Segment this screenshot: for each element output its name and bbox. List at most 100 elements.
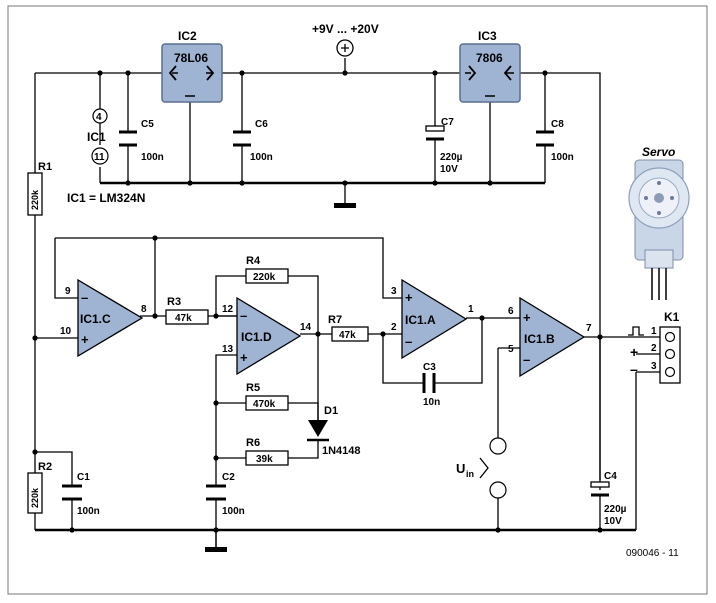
ic1d-label: IC1.D — [241, 330, 272, 344]
ic1a-plus: + — [405, 290, 413, 305]
c7-name: C7 — [441, 117, 454, 128]
c5-name: C5 — [141, 119, 154, 130]
r3-value: 47k — [175, 313, 192, 324]
ic1c-pin-out: 8 — [141, 304, 147, 315]
c1-value: 100n — [77, 506, 100, 517]
c4-name: C4 — [604, 471, 617, 482]
resistor-r4: 220k R4 — [245, 255, 289, 284]
ic1d-plus: + — [240, 350, 248, 365]
ic1-vcc-pin — [92, 108, 108, 124]
ic1d-pin-inv: 12 — [222, 304, 234, 315]
ic1-gnd-pin-number: 11 — [94, 152, 105, 163]
c8-name: C8 — [551, 119, 564, 130]
capacitor-c3: C3 10n — [422, 362, 440, 408]
d1-name: D1 — [324, 405, 338, 417]
ic1d-minus: – — [240, 308, 247, 323]
pulse-signal-icon — [628, 326, 644, 336]
capacitor-c2: C2 100n — [206, 472, 245, 517]
ic1a-pin-out: 1 — [468, 304, 474, 315]
ic1b-label: IC1.B — [524, 332, 555, 346]
r3-name: R3 — [167, 296, 181, 308]
uin-label-main: U — [456, 461, 465, 476]
ic1b-pin-out: 7 — [586, 323, 592, 334]
servo-illustration: Servo — [628, 145, 690, 300]
capacitor-c1: C1 100n — [62, 472, 100, 517]
c3-name: C3 — [423, 362, 436, 373]
ic1c-minus: – — [81, 290, 88, 305]
resistor-r6: 39k R6 — [245, 437, 289, 466]
resistor-r2: 220k R2 — [27, 461, 52, 514]
ground-symbol-top — [334, 203, 356, 208]
capacitor-c5: C5 100n — [119, 119, 164, 163]
ic1c-plus: + — [81, 332, 89, 347]
c2-name: C2 — [222, 472, 235, 483]
connector-k1: K1 1 2 3 + – — [628, 310, 681, 384]
ic1c-pin-noninv: 10 — [60, 326, 72, 337]
c6-name: C6 — [255, 119, 268, 130]
r2-name: R2 — [38, 461, 52, 473]
r4-value: 220k — [253, 272, 276, 283]
k1-pin2: 2 — [651, 343, 657, 354]
k1-pin1: 1 — [651, 326, 657, 337]
resistor-r1: 220k R1 — [27, 161, 52, 216]
ic1b-pin-inv: 5 — [508, 344, 514, 355]
ic2-part: 78L06 — [174, 51, 208, 65]
ic1b-pin-noninv: 6 — [508, 306, 514, 317]
c1-name: C1 — [77, 472, 90, 483]
ic3-name: IC3 — [478, 29, 497, 43]
capacitor-c7: C7 220µ 10V — [425, 117, 463, 175]
servo-label: Servo — [642, 145, 675, 159]
ic1c-pin-inv: 9 — [65, 286, 71, 297]
ic2-regulator-body — [161, 43, 223, 103]
resistor-r7: 47k R7 — [328, 314, 369, 342]
ic1a-label: IC1.A — [405, 313, 436, 327]
frame-border — [7, 5, 708, 595]
r1-value: 220k — [30, 189, 40, 210]
r6-value: 39k — [256, 454, 273, 465]
ic1a-pin-inv: 2 — [391, 322, 397, 333]
c3-value: 10n — [423, 397, 440, 408]
ground-symbol-bottom — [205, 547, 227, 552]
k1-minus-sign: – — [630, 361, 638, 377]
r2-value: 220k — [30, 487, 40, 508]
figure-code: 090046 - 11 — [626, 548, 679, 559]
c4-value1: 220µ — [604, 504, 627, 515]
ic1b-plus: + — [523, 310, 531, 325]
c6-value: 100n — [250, 152, 273, 163]
d1-part: 1N4148 — [322, 445, 361, 457]
k1-pin3: 3 — [651, 361, 657, 372]
c8-value: 100n — [551, 152, 574, 163]
signal-wires — [32, 235, 660, 552]
top-supply-rail — [34, 58, 601, 530]
ic3-part: 7806 — [476, 51, 503, 65]
r6-name: R6 — [246, 437, 260, 449]
capacitor-c4: C4 220µ 10V — [590, 471, 627, 527]
r5-value: 470k — [253, 399, 276, 410]
ic1d-pin-out: 14 — [300, 322, 312, 333]
r7-value: 47k — [339, 330, 356, 341]
opamp-ic1b: IC1.B + – 6 5 7 — [508, 296, 592, 378]
k1-name: K1 — [664, 310, 680, 324]
ic2-name: IC2 — [178, 29, 197, 43]
supply-label: +9V ... +20V — [312, 22, 379, 36]
c4-value2: 10V — [604, 516, 622, 527]
ic1-vcc-pin-number: 4 — [96, 112, 102, 123]
r1-name: R1 — [38, 161, 52, 173]
r4-name: R4 — [246, 255, 261, 267]
c5-value: 100n — [141, 152, 164, 163]
resistor-r3: 47k R3 — [165, 296, 209, 325]
ic1-part-note: IC1 = LM324N — [67, 191, 145, 205]
resistor-r5: 470k R5 — [245, 382, 289, 411]
opamp-ic1c: IC1.C – + 9 10 8 — [60, 278, 147, 358]
ic1-label: IC1 — [87, 130, 106, 144]
ic3-regulator-body — [459, 43, 521, 103]
opamp-ic1a: IC1.A + – 3 2 1 — [391, 278, 474, 360]
ic1-gnd-pin — [91, 147, 109, 165]
opamp-ic1d: IC1.D – + 12 13 14 — [222, 296, 312, 376]
ic1a-minus: – — [405, 334, 412, 349]
ic1b-minus: – — [523, 352, 530, 367]
r5-name: R5 — [246, 382, 260, 394]
uin-label-sub: in — [466, 469, 474, 479]
c7-value2: 10V — [440, 164, 458, 175]
